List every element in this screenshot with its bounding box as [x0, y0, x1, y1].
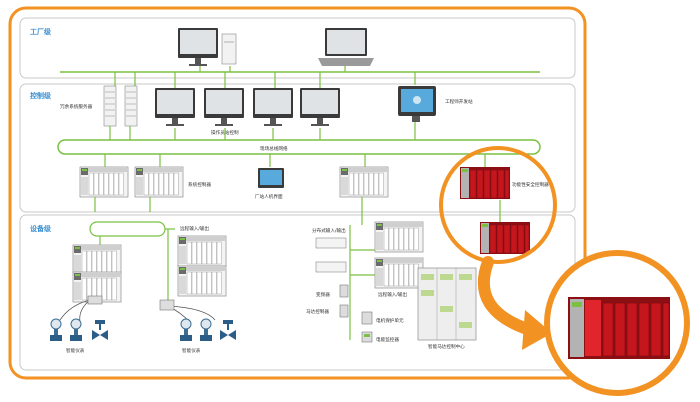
plant-network	[60, 66, 540, 88]
zoom-callout-arrow-icon	[477, 256, 552, 350]
desktop-computer-icon	[178, 28, 237, 66]
drive-icon	[339, 284, 349, 298]
mcc-cabinet-icon	[417, 267, 477, 341]
starter-label: 变频器	[316, 291, 330, 298]
safety-controller-label: 功能性安全控制器	[512, 181, 549, 188]
process-controller-label: 系统控制器	[188, 181, 211, 188]
redundant-server-label: 冗余系统服务器	[60, 103, 93, 110]
motor-controller-label: 马达控制器	[306, 308, 329, 315]
zoomed-safety-controller	[544, 250, 690, 396]
io-module-strip	[315, 237, 347, 273]
device-network	[89, 197, 501, 340]
power-meter-icon	[361, 331, 373, 343]
laptop-icon	[318, 28, 374, 66]
io-rack-icon	[374, 221, 424, 253]
io-rack-icon	[177, 235, 227, 267]
touch-panel-icon	[398, 86, 436, 122]
safety-plc-icon	[459, 166, 511, 200]
motor-starter-icon	[339, 304, 349, 318]
mcc-label: 智能马达控制中心	[428, 343, 465, 350]
remote-io-2-label: 分布式输入/输出	[312, 227, 346, 234]
smart-instrument-2-label: 智能仪表	[182, 347, 201, 354]
protection-relay-icon	[361, 311, 373, 325]
control-level-label: 控制级	[30, 91, 52, 100]
plant-level-label: 工厂级	[30, 27, 52, 36]
plant-level-panel	[19, 17, 576, 79]
motor-protection-label: 电机保护单元	[376, 317, 404, 324]
io-rack-icon	[339, 166, 389, 198]
smart-instrument-1-label: 智能仪表	[66, 347, 85, 354]
flowmeter-icon	[49, 295, 103, 342]
engineering-station-label: 工程师开发站	[445, 98, 473, 105]
io-rack-icon	[177, 265, 227, 297]
power-monitor-label: 电能监控器	[376, 336, 399, 343]
control-network-bus	[57, 122, 541, 167]
safety-io-rack	[479, 221, 531, 255]
io-rack-icon	[134, 166, 184, 198]
hmi-label: 厂站人机界面	[255, 193, 283, 200]
io-rack-icon	[72, 244, 122, 276]
highlight-circle	[439, 146, 557, 264]
remote-io-3-label: 远程输入/输出	[378, 291, 408, 298]
device-level-label: 设备级	[30, 224, 52, 233]
io-rack-icon	[374, 257, 424, 289]
network-label: 现场总线网络	[260, 145, 288, 152]
io-rack-icon	[79, 166, 129, 198]
flowmeter-icon	[159, 299, 216, 342]
remote-io-1-label: 远程输入/输出	[180, 225, 210, 232]
hmi-panel-icon	[258, 168, 284, 188]
